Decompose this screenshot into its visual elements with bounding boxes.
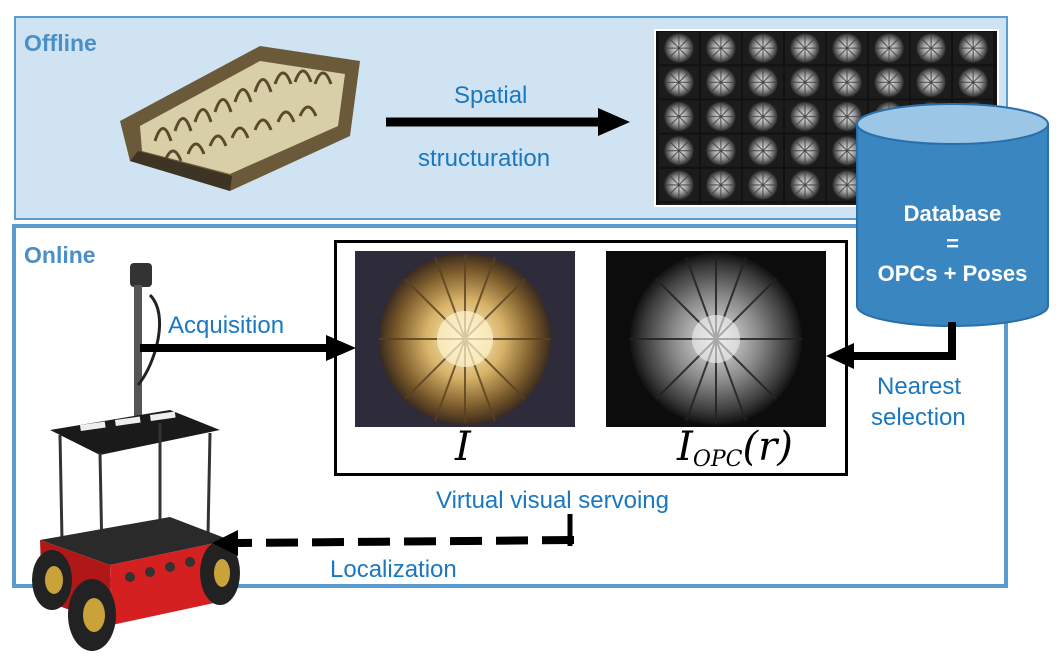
acquisition-label: Acquisition [168, 312, 285, 339]
captured-omni-image [355, 251, 575, 427]
opc-image-label: IOPC(r) [677, 424, 793, 472]
database-line-3: OPCs + Poses [877, 261, 1028, 286]
captured-image-label: I [455, 424, 471, 470]
opc-label-argument: (r) [742, 424, 793, 470]
database-line-2: = [946, 231, 959, 256]
selection-label: selection [871, 404, 966, 431]
opc-label-main: I [677, 424, 693, 470]
virtual-visual-servoing-label: Virtual visual servoing [436, 487, 670, 514]
opc-label-subscript: OPC [692, 447, 743, 472]
database-label: Database = OPCs + Poses [855, 199, 1050, 289]
spatial-label: Spatial [454, 82, 528, 109]
cathedral-point-cloud [120, 46, 360, 191]
structuration-label: structuration [418, 145, 551, 172]
database-cylinder [856, 103, 1049, 327]
mobile-robot [32, 263, 240, 651]
database-line-1: Database [903, 201, 1002, 226]
localization-label: Localization [330, 556, 457, 583]
offline-label: Offline [24, 30, 97, 56]
opc-omni-image [606, 251, 826, 427]
online-label: Online [24, 242, 96, 268]
nearest-label: Nearest [877, 373, 962, 400]
